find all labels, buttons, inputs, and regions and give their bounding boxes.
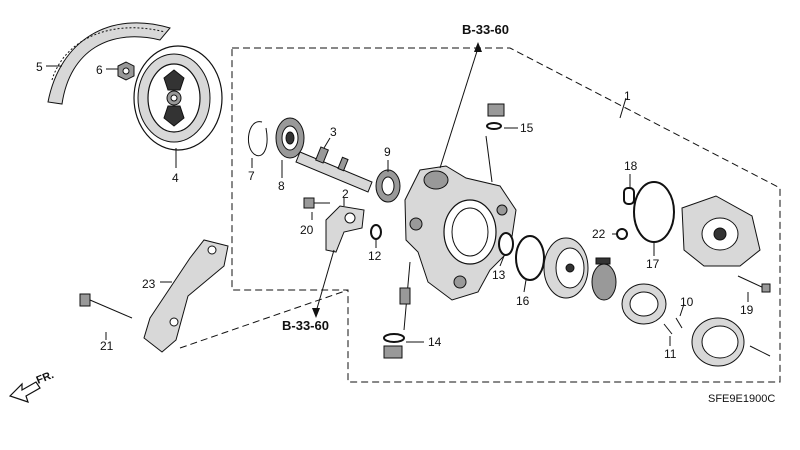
leader-lines bbox=[46, 42, 749, 346]
label-part-16: 16 bbox=[516, 294, 530, 308]
label-part-5: 5 bbox=[36, 60, 43, 74]
reference-top[interactable]: B-33-60 bbox=[462, 22, 509, 37]
label-part-13: 13 bbox=[492, 268, 506, 282]
cam-ring bbox=[621, 283, 667, 325]
belt-part-5[interactable] bbox=[47, 22, 171, 105]
label-part-10: 10 bbox=[680, 295, 694, 309]
label-part-14: 14 bbox=[428, 335, 442, 349]
label-part-8: 8 bbox=[278, 179, 285, 193]
assembly-boundary bbox=[231, 47, 781, 383]
label-part-1: 1 bbox=[624, 89, 631, 103]
valve-part-14[interactable] bbox=[383, 261, 411, 359]
seal-part-18[interactable] bbox=[623, 187, 635, 205]
rotor bbox=[591, 257, 617, 301]
o-ring-part-16[interactable] bbox=[515, 235, 545, 281]
outer-ring bbox=[691, 317, 771, 367]
o-ring-part-12[interactable] bbox=[370, 224, 382, 240]
reference-bottom[interactable]: B-33-60 bbox=[282, 318, 329, 333]
bearing-part-8[interactable] bbox=[275, 117, 305, 159]
label-part-11: 11 bbox=[664, 347, 677, 361]
label-part-9: 9 bbox=[384, 145, 391, 159]
front-indicator: FR. bbox=[35, 369, 56, 387]
label-part-12: 12 bbox=[368, 249, 382, 263]
label-part-22: 22 bbox=[592, 227, 606, 241]
pulley-part-4[interactable] bbox=[133, 45, 223, 151]
label-part-3: 3 bbox=[330, 125, 337, 139]
label-part-7: 7 bbox=[248, 169, 255, 183]
bolt-part-19[interactable] bbox=[737, 275, 771, 293]
snap-ring-part-7[interactable] bbox=[247, 121, 268, 157]
side-plate bbox=[543, 237, 589, 299]
pin-part-10[interactable] bbox=[675, 317, 683, 329]
pump-housing bbox=[404, 165, 517, 301]
label-part-18: 18 bbox=[624, 159, 638, 173]
label-part-20: 20 bbox=[300, 223, 314, 237]
bracket-part-23[interactable] bbox=[143, 239, 229, 353]
o-ring-part-17[interactable] bbox=[633, 181, 675, 243]
pin-part-11[interactable] bbox=[663, 323, 673, 335]
front-arrow-icon bbox=[8, 381, 41, 403]
bolt-part-20[interactable] bbox=[303, 197, 330, 209]
inlet-joint-part-2[interactable] bbox=[325, 205, 365, 253]
label-part-19: 19 bbox=[740, 303, 754, 317]
cap-part-15[interactable] bbox=[485, 103, 505, 183]
label-part-23: 23 bbox=[142, 277, 156, 291]
o-ring-part-22[interactable] bbox=[616, 228, 628, 240]
label-part-21: 21 bbox=[100, 339, 114, 353]
label-part-15: 15 bbox=[520, 121, 534, 135]
label-part-6: 6 bbox=[96, 63, 103, 77]
seal-part-9[interactable] bbox=[375, 169, 401, 203]
label-part-2: 2 bbox=[342, 187, 349, 201]
nut-part-6[interactable] bbox=[117, 61, 135, 81]
o-ring-part-13[interactable] bbox=[498, 232, 514, 256]
rear-cover bbox=[681, 195, 761, 267]
label-part-4: 4 bbox=[172, 171, 179, 185]
bolt-part-21[interactable] bbox=[79, 293, 133, 319]
label-part-17: 17 bbox=[646, 257, 660, 271]
diagram-code: SFE9E1900C bbox=[708, 393, 775, 405]
shaft-part-3[interactable] bbox=[295, 146, 373, 193]
